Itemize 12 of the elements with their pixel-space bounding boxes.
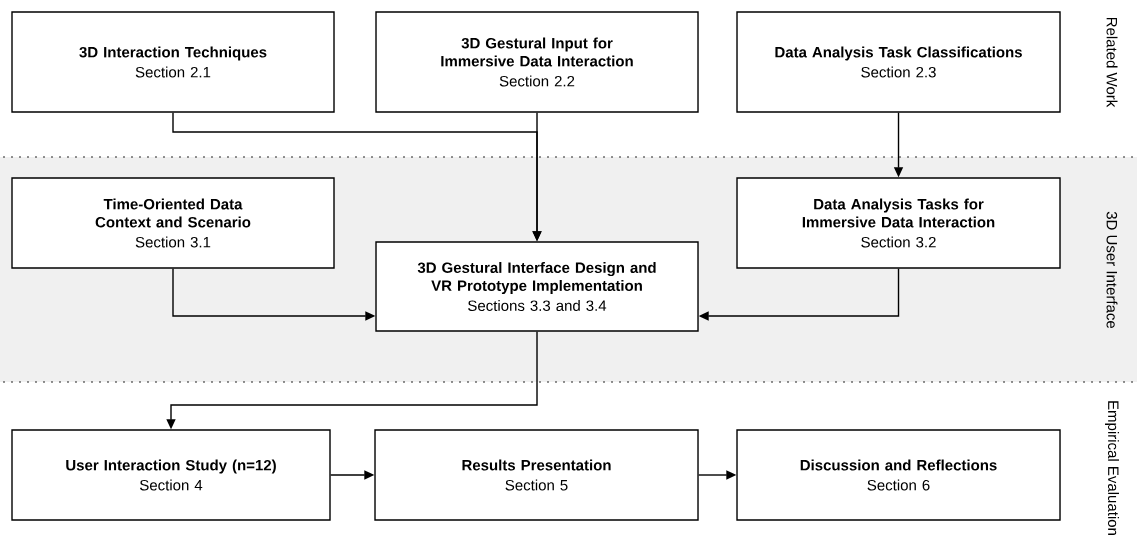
process-box: 3D Interaction Techniques Section 2.1 [11, 11, 335, 113]
process-box: 3D Gestural Interface Design and VR Prototype Implementation Sections 3.3 and 3.4 [375, 241, 699, 332]
section-label: Related Work [1106, 17, 1118, 108]
process-box: Results Presentation Section 5 [374, 429, 699, 521]
process-box: Data Analysis Tasks for Immersive Data Interaction Section 3.2 [736, 177, 1061, 269]
process-box: User Interaction Study (n=12) Section 4 [11, 429, 331, 521]
process-box: Data Analysis Task Classifications Section 2.3 [736, 11, 1061, 113]
process-box: 3D Gestural Input for Immersive Data Interaction Section 2.2 [375, 11, 699, 113]
process-box: Time-Oriented Data Context and Scenario Section 3.1 [11, 177, 335, 269]
process-box: Discussion and Reflections Section 6 [736, 429, 1061, 521]
section-label: 3D User Interface [1106, 211, 1118, 329]
section-label: Empirical Evaluation [1105, 401, 1119, 535]
